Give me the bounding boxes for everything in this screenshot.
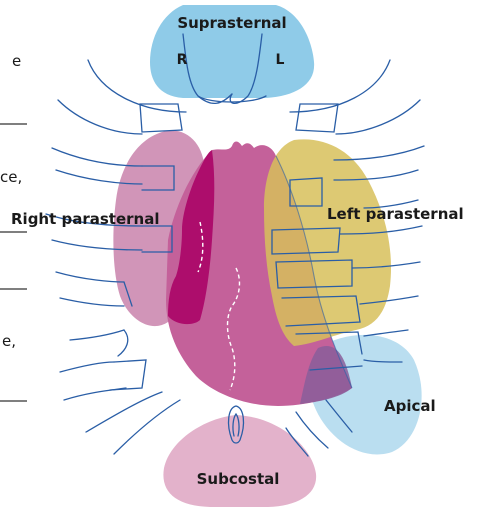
rib-outline (336, 100, 420, 134)
rib-outline (64, 388, 126, 400)
label-left-side: L (276, 52, 285, 68)
rib-outline (60, 298, 124, 306)
rib-outline (140, 104, 182, 132)
subcostal-window (163, 415, 316, 507)
rib-outline (86, 392, 162, 432)
left-edge-fragment: e (12, 52, 21, 70)
label-left-parasternal: Left parasternal (327, 205, 464, 223)
label-right-parasternal: Right parasternal (11, 210, 160, 228)
rib-outline (114, 400, 180, 454)
label-right-side: R (177, 52, 188, 68)
rib-outline (60, 362, 114, 372)
label-subcostal: Subcostal (197, 470, 280, 488)
rib-outline (118, 330, 128, 356)
label-apical: Apical (384, 397, 436, 415)
rib-outline (110, 360, 146, 390)
label-suprasternal: Suprasternal (177, 14, 286, 32)
left-edge-fragment: ce, (0, 168, 22, 186)
rib-outline (364, 330, 408, 336)
rib-outline (58, 100, 142, 134)
rib-outline (56, 272, 124, 282)
left-edge-fragment: e, (2, 332, 16, 350)
rib-outline (70, 330, 124, 340)
rib-outline (296, 104, 338, 132)
